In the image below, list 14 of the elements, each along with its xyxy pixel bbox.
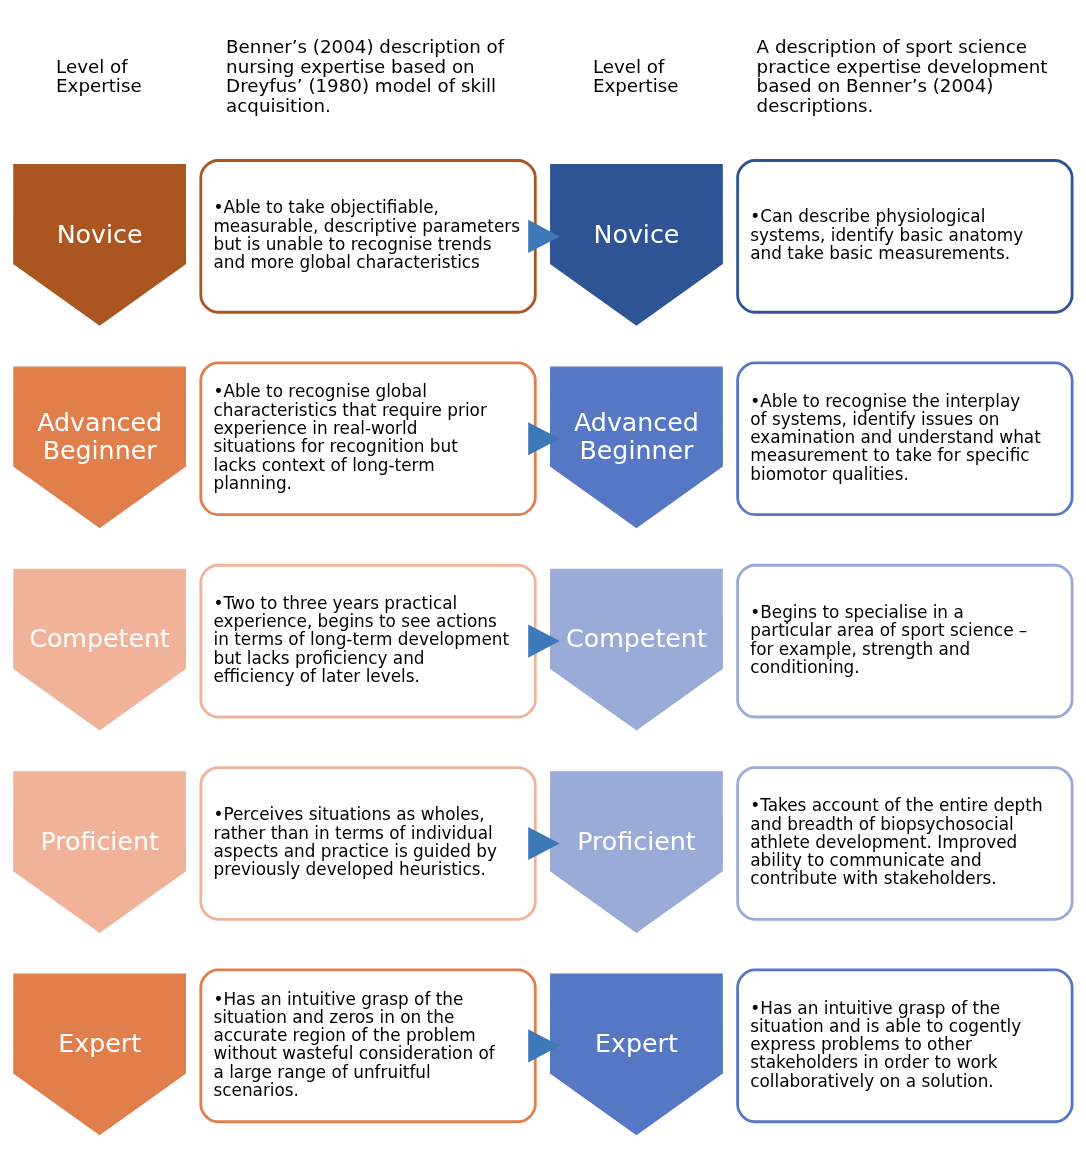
arrow (528, 624, 560, 658)
arrow (528, 826, 560, 860)
label: A description of sport science practice expertise development based on Benner’s (2004) descriptions. (756, 35, 1048, 116)
arrow (528, 219, 560, 253)
label: Level of Expertise (56, 55, 142, 96)
node-box: •Has an intuitive grasp of the situation and is able to cogently express problems to other stakeholders in order to work collaboratively on a solution. (736, 968, 1074, 1123)
node-box: •Can describe physiological systems, identify basic anatomy and take basic measurements. (736, 158, 1074, 314)
label: Benner’s (2004) description of nursing expertise based on Dreyfus’ (1980) model of skill acquisition. (226, 35, 505, 116)
arrow (528, 1028, 560, 1062)
node-box: •Begins to specialise in a particular area of sport science – for example, strength and conditioning. (736, 563, 1074, 718)
arrow (528, 421, 560, 455)
node-box: •Able to recognise the interplay of systems, identify issues on examination and understand what measurement to take for specific biomotor qualities. (736, 360, 1074, 516)
node-box: •Takes account of the entire depth and breadth of biopsychosocial athlete development. Improved ability to communicate and contribute with stakeholders. (736, 765, 1074, 921)
label: Level of Expertise (592, 55, 679, 96)
